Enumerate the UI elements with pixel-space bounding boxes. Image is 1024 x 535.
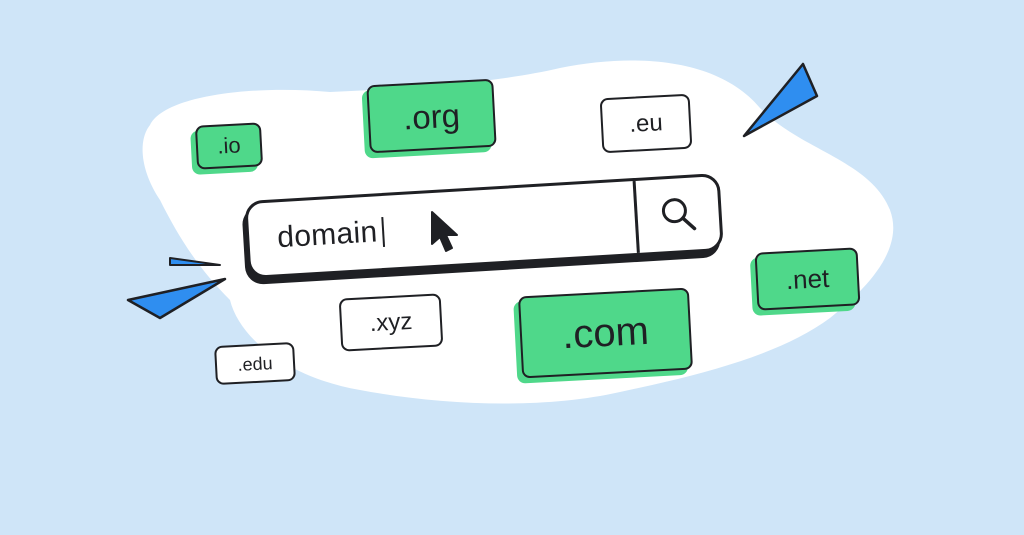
domain-tag-net[interactable]: .net — [754, 247, 861, 311]
domain-search-bar: domain — [244, 172, 724, 280]
accent-triangle-top-right — [742, 62, 819, 138]
domain-tag-edu[interactable]: .edu — [214, 341, 296, 386]
domain-tag-io[interactable]: .io — [194, 122, 264, 170]
accent-triangle-left-large — [126, 277, 227, 320]
text-caret — [381, 216, 386, 248]
domain-tag-eu[interactable]: .eu — [599, 93, 693, 154]
search-button[interactable] — [636, 176, 721, 253]
search-input[interactable]: domain — [275, 196, 386, 274]
accent-triangle-left-small — [169, 257, 221, 266]
domain-tag-org[interactable]: .org — [366, 78, 497, 154]
search-input-value: domain — [276, 215, 379, 255]
domain-tag-com[interactable]: .com — [517, 287, 694, 379]
mouse-pointer-icon — [431, 211, 458, 252]
search-icon — [661, 198, 696, 231]
domain-tag-xyz[interactable]: .xyz — [338, 293, 444, 352]
